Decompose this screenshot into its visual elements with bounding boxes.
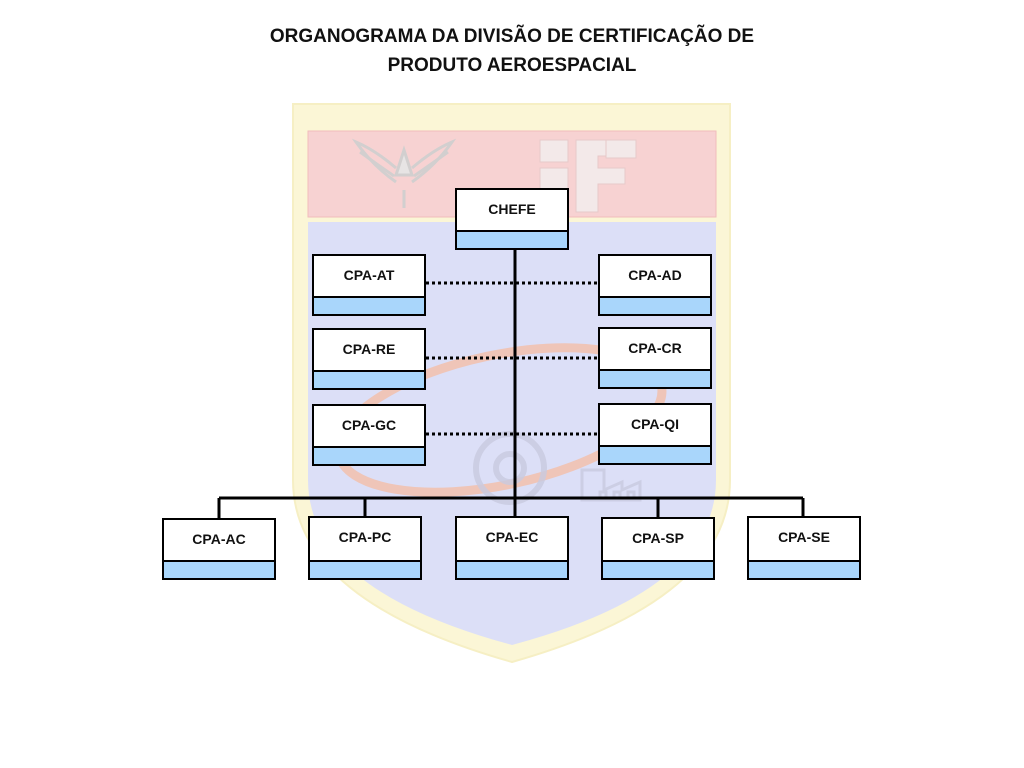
- box-label: CPA-AT: [343, 267, 395, 283]
- title-line-2: PRODUTO AEROESPACIAL: [387, 55, 637, 76]
- box-cpa-cr: CPA-CR: [598, 327, 712, 389]
- box-label: CHEFE: [488, 201, 536, 217]
- box-label: CPA-SP: [632, 530, 684, 546]
- box-band: [457, 230, 567, 248]
- box-cpa-se: CPA-SE: [747, 516, 861, 580]
- title-line-1: ORGANOGRAMA DA DIVISÃO DE CERTIFICAÇÃO D…: [269, 26, 755, 47]
- box-chefe: CHEFE: [455, 188, 569, 250]
- box-label: CPA-RE: [342, 341, 396, 357]
- box-cpa-gc: CPA-GC: [312, 404, 426, 466]
- box-cpa-re: CPA-RE: [312, 328, 426, 390]
- box-label: CPA-AD: [628, 267, 682, 283]
- box-cpa-at: CPA-AT: [312, 254, 426, 316]
- box-cpa-ad: CPA-AD: [598, 254, 712, 316]
- box-band: [314, 370, 424, 388]
- box-label: CPA-PC: [338, 529, 392, 545]
- box-cpa-sp: CPA-SP: [601, 517, 715, 580]
- box-label: CPA-QI: [631, 416, 679, 432]
- chart-title: ORGANOGRAMA DA DIVISÃO DE CERTIFICAÇÃO D…: [0, 22, 1024, 80]
- box-band: [600, 369, 710, 387]
- box-cpa-ec: CPA-EC: [455, 516, 569, 580]
- box-label: CPA-AC: [192, 531, 246, 547]
- box-band: [310, 560, 420, 578]
- box-band: [314, 296, 424, 314]
- box-band: [749, 560, 859, 578]
- box-band: [457, 560, 567, 578]
- box-label: CPA-SE: [778, 529, 830, 545]
- box-band: [603, 560, 713, 578]
- wings-icon: [351, 138, 457, 208]
- box-band: [600, 296, 710, 314]
- box-label: CPA-GC: [341, 417, 397, 433]
- box-cpa-qi: CPA-QI: [598, 403, 712, 465]
- box-band: [314, 446, 424, 464]
- box-band: [600, 445, 710, 463]
- box-cpa-pc: CPA-PC: [308, 516, 422, 580]
- box-cpa-ac: CPA-AC: [162, 518, 276, 580]
- box-label: CPA-CR: [628, 340, 682, 356]
- box-label: CPA-EC: [485, 529, 539, 545]
- box-band: [164, 560, 274, 578]
